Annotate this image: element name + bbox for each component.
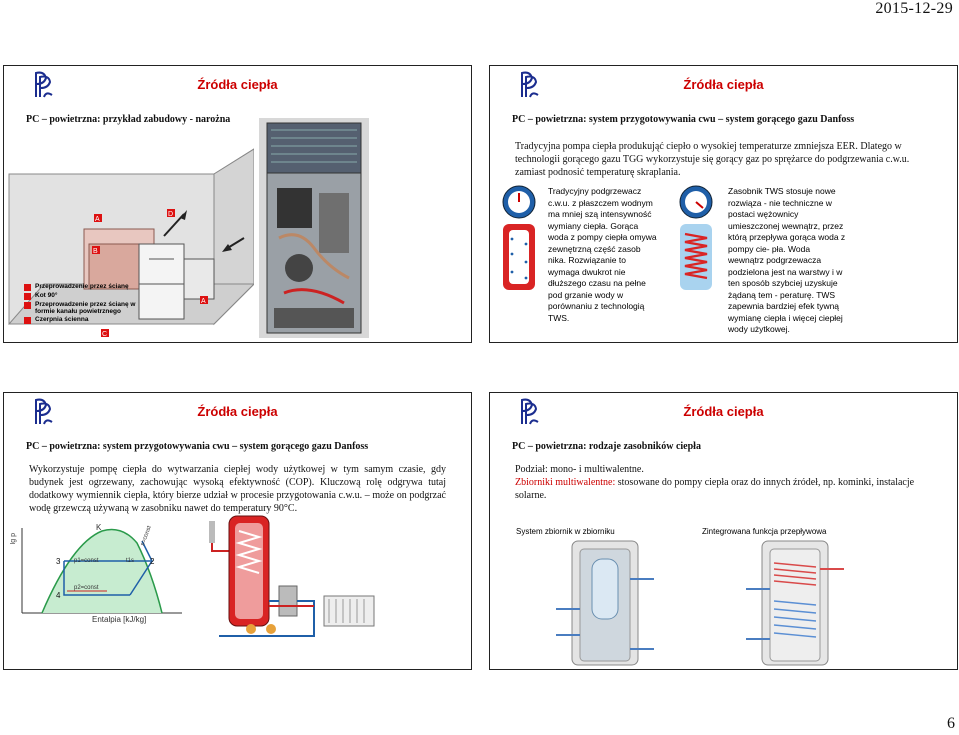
caption-left: System zbiornik w zbiorniku bbox=[516, 527, 615, 536]
svg-text:D: D bbox=[168, 211, 173, 218]
diagram-pt-3: 3 bbox=[56, 557, 61, 566]
left-caption: Tradycyjny podgrzewacz c.w.u. z płaszcze… bbox=[548, 186, 657, 323]
slide-text: Tradycyjna pompa ciepła produkująć ciepł… bbox=[515, 141, 910, 178]
system-schematic bbox=[209, 515, 375, 637]
slide-subtitle: PC – powietrzna: system przygotowywania … bbox=[512, 114, 855, 125]
slide-text: Podział: mono- i multiwalentne. Zbiornik… bbox=[515, 463, 932, 502]
slide-1: Źródła ciepła PC – powietrzna: przykład … bbox=[3, 65, 472, 343]
svg-text:A: A bbox=[201, 298, 206, 305]
slide-title: Źródła ciepła bbox=[197, 404, 278, 419]
slide-4: Źródła ciepła PC – powietrzna: rodzaje z… bbox=[489, 392, 958, 670]
svg-text:A: A bbox=[95, 216, 100, 223]
legend-marker-icon bbox=[24, 284, 31, 291]
svg-text:C: C bbox=[102, 331, 107, 338]
slide-3: Źródła ciepła PC – powietrzna: system pr… bbox=[3, 392, 472, 670]
label-d-icon bbox=[167, 209, 175, 217]
legend-item: Czerpnia ścienna bbox=[24, 316, 154, 324]
label-c-icon bbox=[101, 329, 109, 337]
diagram-k: K bbox=[96, 523, 102, 532]
diagram-p2: p2=const bbox=[74, 585, 99, 591]
slide-subtitle: PC – powietrzna: system przygotowywania … bbox=[26, 441, 369, 452]
label-a2-icon bbox=[200, 296, 208, 304]
page-number: 6 bbox=[947, 715, 955, 732]
slide-line-2-rest: stosowane do pompy ciepła oraz do innych… bbox=[515, 477, 915, 501]
legend-marker-icon bbox=[24, 302, 31, 309]
svg-text:B: B bbox=[93, 248, 98, 255]
installation-illustration: A D B A C bbox=[7, 148, 254, 338]
diagram-ylabel: lg p bbox=[10, 533, 17, 545]
diagram-t1s: t1s bbox=[126, 558, 135, 564]
diagram-xlabel: Entalpia [kJ/kg] bbox=[92, 615, 147, 624]
slide-subtitle: PC – powietrzna: rodzaje zasobników ciep… bbox=[512, 441, 701, 452]
legend-item: Kot 90° bbox=[24, 292, 154, 300]
slide-line-2: Zbiorniki multiwalentne: stosowane do po… bbox=[515, 476, 932, 502]
legend-marker-icon bbox=[24, 293, 31, 300]
legend-item: Przeprowadzenie przez ścianę bbox=[24, 283, 154, 291]
ph-diagram bbox=[21, 528, 182, 614]
tws-tank-icon bbox=[679, 185, 713, 290]
legend-item: Przeprowadzenie przez ścianę w formie ka… bbox=[24, 301, 154, 315]
legend: Przeprowadzenie przez ścianę Kot 90° Prz… bbox=[24, 283, 154, 324]
logo-icon bbox=[521, 71, 539, 98]
logo-icon bbox=[521, 398, 539, 425]
heat-pump-photo bbox=[259, 118, 369, 338]
logo-icon bbox=[35, 398, 53, 425]
tank-in-tank-illustration bbox=[556, 540, 654, 666]
diagram-pt-2: 2 bbox=[150, 557, 155, 566]
slide-line-1: Podział: mono- i multiwalentne. bbox=[515, 464, 644, 475]
slide-subtitle: PC – powietrzna: przykład zabudowy - nar… bbox=[26, 114, 231, 125]
slide-2: Źródła ciepła PC – powietrzna: system pr… bbox=[489, 65, 958, 343]
date-header: 2015-12-29 bbox=[875, 0, 953, 17]
integrated-flow-tank-illustration bbox=[746, 540, 844, 666]
traditional-tank-icon bbox=[502, 185, 536, 290]
label-a-icon bbox=[94, 214, 102, 222]
slide-title: Źródła ciepła bbox=[197, 77, 278, 92]
diagram-pt-4: 4 bbox=[56, 591, 61, 600]
diagram-p1: p1=const bbox=[74, 558, 99, 564]
label-b-icon bbox=[92, 246, 100, 254]
caption-right: Zintegrowana funkcja przepływowa bbox=[702, 527, 827, 536]
logo-icon bbox=[32, 69, 54, 99]
slide-title: Źródła ciepła bbox=[683, 404, 764, 419]
legend-marker-icon bbox=[24, 317, 31, 324]
slide-line-2-red: Zbiorniki multiwalentne: bbox=[515, 477, 616, 488]
right-caption: Zasobnik TWS stosuje nowe rozwiąza - nie… bbox=[728, 186, 846, 334]
slide-title: Źródła ciepła bbox=[683, 77, 764, 92]
slide-text: Wykorzystuje pompę ciepła do wytwarzania… bbox=[29, 464, 446, 514]
